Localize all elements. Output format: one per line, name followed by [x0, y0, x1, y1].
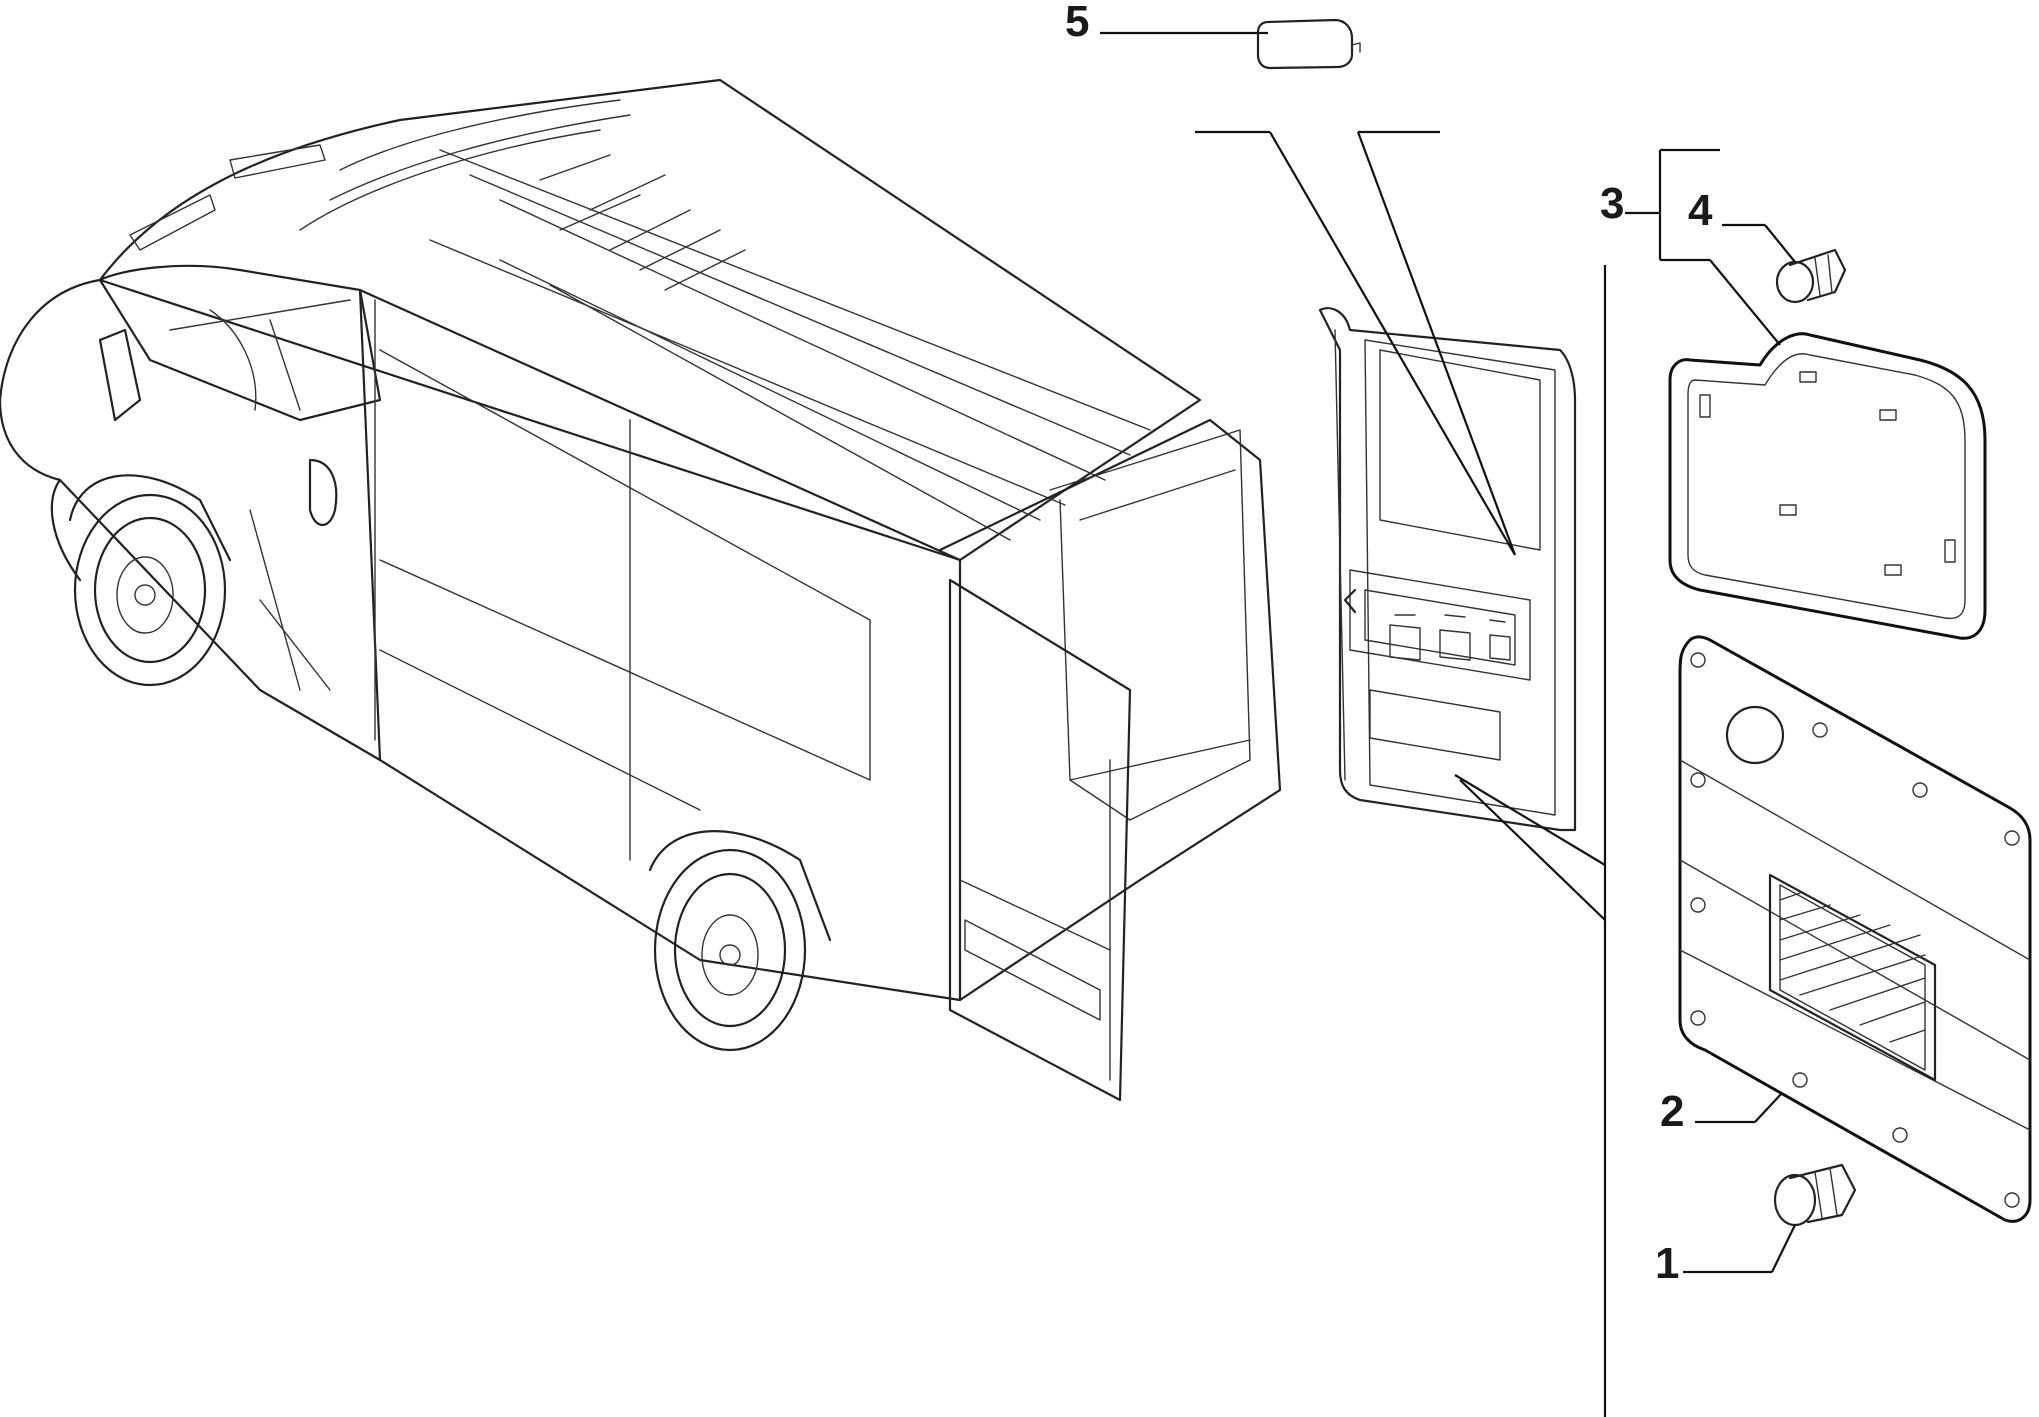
leader-lines	[1100, 31, 1796, 1417]
part-1-clip	[1773, 1163, 1857, 1227]
part-5-plug	[1256, 18, 1361, 70]
callout-3: 3	[1600, 179, 1624, 228]
part-3-seal-frame	[1668, 332, 1987, 640]
part-2-trim-panel	[1678, 635, 2032, 1223]
callout-1: 1	[1655, 1239, 1679, 1288]
van-illustration	[0, 78, 1282, 1102]
part-4-clip	[1775, 248, 1847, 304]
rear-door-panel	[1318, 307, 1577, 832]
callout-2: 2	[1660, 1087, 1684, 1136]
callout-4: 4	[1688, 186, 1713, 235]
callout-5: 5	[1065, 0, 1089, 46]
callout-labels: 5 3 4 2 1	[1065, 0, 1713, 1288]
